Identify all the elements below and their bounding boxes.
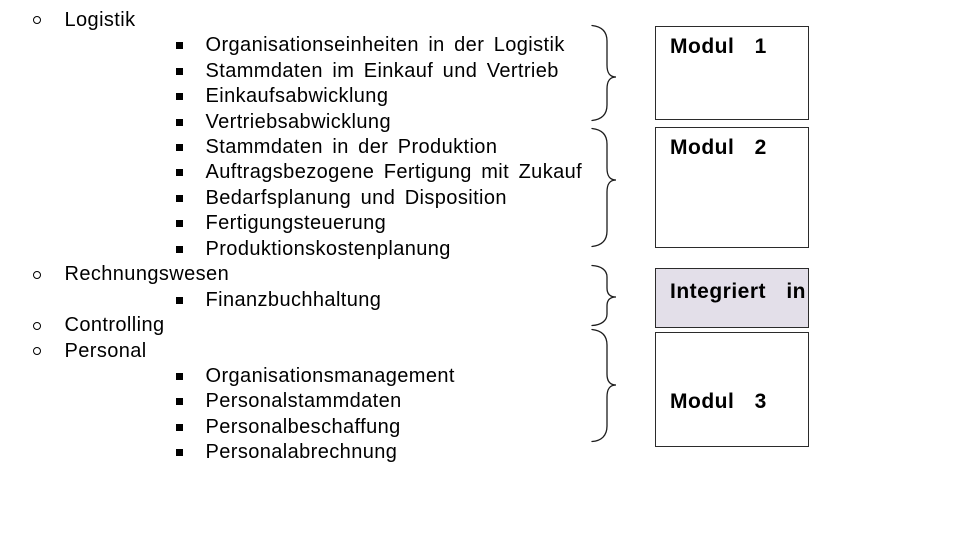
bullet-circle-icon: [33, 16, 41, 25]
outline-item-label: Bedarfsplanung und Disposition: [205, 186, 507, 209]
bullet-square-icon: [176, 42, 183, 50]
outline-item-label: Fertigungsteuerung: [205, 212, 387, 235]
outline-item-label: Personalbeschaffung: [205, 415, 401, 438]
outline-item: Finanzbuchhaltung: [0, 287, 640, 312]
outline-item-label: Finanzbuchhaltung: [205, 288, 382, 311]
outline-item: Personalstammdaten: [0, 389, 640, 414]
outline-item: Einkaufsabwicklung: [0, 84, 640, 109]
bullet-square-icon: [176, 194, 183, 202]
bullet-square-icon: [176, 169, 183, 177]
module-box-modul-1: Modul 1: [655, 26, 809, 120]
module-box-modul-3: Modul 3: [655, 332, 809, 447]
module-box-label: Modul 1: [670, 35, 767, 58]
outline-item: Personalbeschaffung: [0, 415, 640, 440]
bullet-square-icon: [176, 296, 183, 304]
outline-item: Personalabrechnung: [0, 440, 640, 465]
module-box-modul-2: Modul 2: [655, 127, 809, 248]
outline-item: Personal: [0, 338, 640, 363]
outline-item-label: Personal: [64, 339, 147, 362]
outline-item-label: Personalstammdaten: [205, 390, 402, 413]
outline-item: Produktionskostenplanung: [0, 237, 640, 262]
brace-icon-modul-2-group: [591, 127, 617, 248]
outline-item-label: Vertriebsabwicklung: [205, 110, 391, 133]
outline-item-label: Stammdaten im Einkauf und Vertrieb: [205, 59, 559, 82]
bullet-square-icon: [176, 67, 183, 75]
brace-icon-modul-1-group: [591, 24, 617, 122]
module-box-label: Modul 3: [670, 390, 767, 413]
outline-item-label: Organisationseinheiten in der Logistik: [205, 34, 565, 57]
brace-icon-modul-3-group: [591, 328, 617, 443]
bullet-square-icon: [176, 93, 183, 101]
bullet-square-icon: [176, 449, 183, 457]
bullet-square-icon: [176, 144, 183, 151]
outline-item: Controlling: [0, 313, 640, 338]
outline-item-label: Controlling: [64, 314, 165, 337]
outline-item-label: Personalabrechnung: [205, 441, 398, 464]
bullet-circle-icon: [33, 321, 41, 330]
bullet-square-icon: [176, 372, 183, 380]
brace-icon-integriert-group: [591, 264, 617, 327]
bullet-square-icon: [176, 220, 183, 228]
bullet-square-icon: [176, 398, 183, 406]
bullet-circle-icon: [33, 347, 41, 355]
module-box-label: Modul 2: [670, 136, 767, 159]
outline-item: Vertriebsabwicklung: [0, 109, 640, 134]
outline-item-label: Organisationsmanagement: [205, 364, 455, 387]
outline-item: Stammdaten in der Produktion: [0, 135, 640, 160]
outline-item: Rechnungswesen: [0, 262, 640, 287]
module-box-label: Integriert in: [670, 280, 807, 303]
outline-item-label: Stammdaten in der Produktion: [205, 136, 498, 158]
outline-item: Bedarfsplanung und Disposition: [0, 186, 640, 211]
bullet-square-icon: [176, 118, 183, 126]
outline-item: Auftragsbezogene Fertigung mit Zukauf: [0, 160, 640, 185]
bullet-square-icon: [176, 245, 183, 253]
outline-item-label: Einkaufsabwicklung: [205, 85, 389, 108]
outline-item: Logistik: [0, 8, 640, 33]
outline-item-label: Logistik: [64, 8, 136, 31]
outline-item-label: Produktionskostenplanung: [205, 237, 451, 260]
outline-item: Organisationseinheiten in der Logistik: [0, 33, 640, 58]
module-box-integriert-in: Integriert in: [655, 268, 809, 328]
outline-item-label: Auftragsbezogene Fertigung mit Zukauf: [205, 161, 583, 184]
bullet-circle-icon: [33, 270, 41, 279]
outline-item: Organisationsmanagement: [0, 364, 640, 389]
outline-item-label: Rechnungswesen: [64, 263, 230, 286]
outline-item: Fertigungsteuerung: [0, 211, 640, 236]
outline-item: Stammdaten im Einkauf und Vertrieb: [0, 58, 640, 83]
bullet-square-icon: [176, 423, 183, 431]
